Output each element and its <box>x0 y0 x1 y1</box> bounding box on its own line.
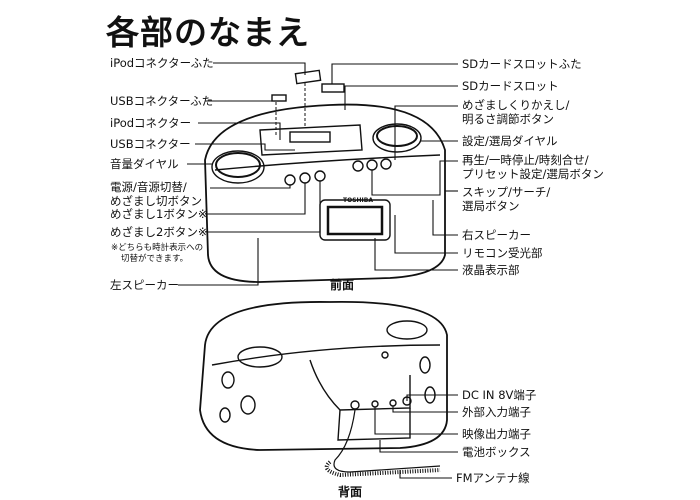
label-alarm2-button: めざまし2ボタン※ <box>110 225 208 239</box>
label-sd-slot: SDカードスロット <box>462 79 559 93</box>
label-fm-antenna: FMアンテナ線 <box>456 471 530 485</box>
back-caption: 背面 <box>338 485 363 499</box>
label-dc-in: DC IN 8V端子 <box>462 388 537 402</box>
label-remote-sensor: リモコン受光部 <box>462 246 543 260</box>
front-device <box>204 69 446 283</box>
label-power-button: 電源/音源切替/ <box>110 180 187 194</box>
footnote: ※どちらも時計表示への 切替ができます。 <box>111 243 203 265</box>
label-ipod-connector-cover: iPodコネクターふた <box>110 56 214 70</box>
label-external-input: 外部入力端子 <box>462 405 531 419</box>
label-skip-button: スキップ/サーチ/ <box>462 185 551 199</box>
label-snooze-button-2: 明るさ調節ボタン <box>462 112 554 126</box>
label-usb-connector: USBコネクター <box>110 137 191 151</box>
label-ipod-connector: iPodコネクター <box>110 116 192 130</box>
front-left-leaders <box>178 62 321 286</box>
footnote-line-1: ※どちらも時計表示への <box>111 243 204 253</box>
front-right-leaders <box>331 63 458 271</box>
label-right-speaker: 右スピーカー <box>462 228 531 242</box>
label-battery-box: 電池ボックス <box>462 445 531 459</box>
label-skip-button-2: 選局ボタン <box>462 199 520 213</box>
label-play-button: 再生/一時停止/時刻合せ/ <box>462 153 589 167</box>
label-usb-connector-cover: USBコネクターふた <box>110 94 214 108</box>
back-leaders <box>374 394 458 479</box>
label-alarm1-button: めざまし1ボタン※ <box>110 207 208 221</box>
footnote-line-2: 切替ができます。 <box>121 254 189 264</box>
front-caption: 前面 <box>330 278 355 292</box>
label-lcd-display: 液晶表示部 <box>462 263 520 277</box>
label-power-button-2: めざまし切ボタン <box>110 194 202 208</box>
label-video-output: 映像出力端子 <box>462 427 531 441</box>
label-snooze-button: めざましくりかえし/ <box>462 98 570 112</box>
label-volume-dial: 音量ダイヤル <box>110 157 179 171</box>
device-brand-logo: TOSHIBA <box>343 197 373 204</box>
label-left-speaker: 左スピーカー <box>110 278 179 292</box>
page-title: 各部のなまえ <box>106 13 310 52</box>
label-sd-slot-cover: SDカードスロットふた <box>462 57 582 71</box>
label-tuning-dial: 設定/選局ダイヤル <box>462 134 558 148</box>
back-device <box>199 301 448 478</box>
label-play-button-2: プリセット設定/選局ボタン <box>462 167 604 181</box>
